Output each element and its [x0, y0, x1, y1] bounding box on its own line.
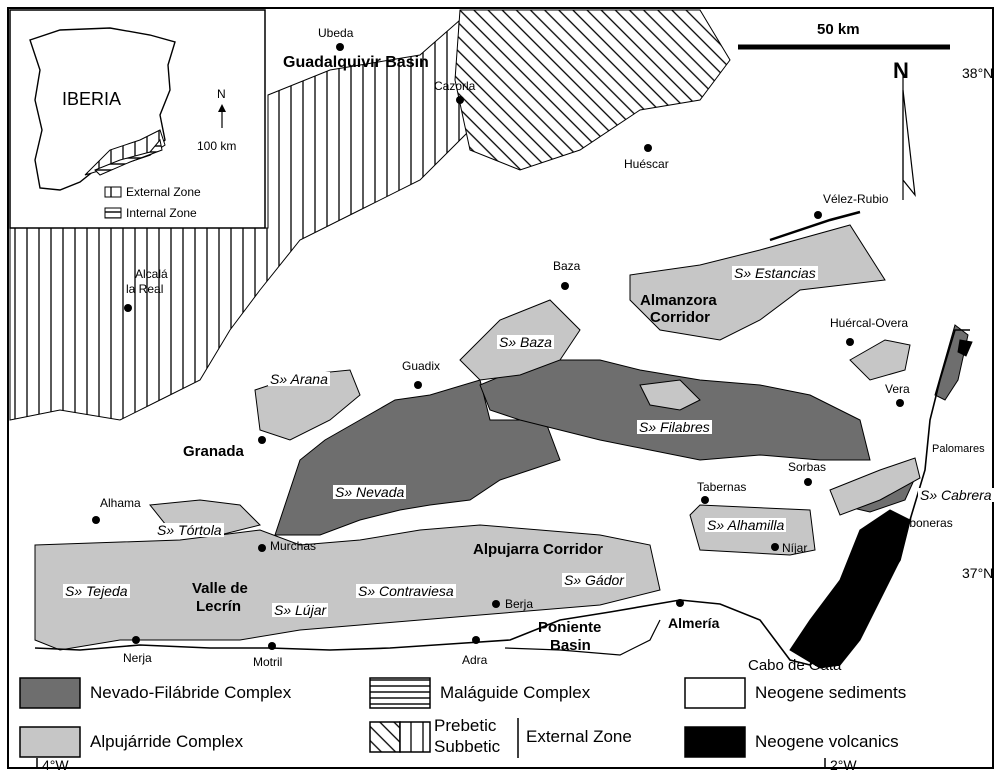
legend-swatch-malaguide: [369, 677, 431, 709]
region-poniente-2: Basin: [550, 637, 591, 654]
legend-subbetic: Subbetic: [434, 737, 501, 756]
lon-4w-label: 4°W: [42, 757, 69, 773]
sierra-nevada: S» Nevada: [333, 484, 407, 500]
inset-legend-internal-swatch: [104, 207, 122, 219]
legend-external-zone: External Zone: [526, 727, 632, 746]
region-guadalquivir-basin: Guadalquivir Basin: [283, 54, 429, 71]
town-palomares: Palomares: [932, 443, 985, 455]
volcanics-cabo-de-gata: [789, 509, 911, 669]
inset-north-label: N: [217, 87, 226, 101]
legend-swatch-nevado: [19, 677, 81, 709]
sierra-lujar: S» Lújar: [272, 602, 329, 618]
scale-bar-label: 50 km: [817, 21, 860, 38]
sierra-tejeda: S» Tejeda: [63, 583, 130, 599]
town-huercal-overa: Huércal-Overa: [830, 316, 909, 330]
region-alpujarra-corridor: Alpujarra Corridor: [473, 541, 604, 558]
town-guadix: Guadix: [402, 359, 441, 373]
region-poniente-1: Poniente: [538, 619, 602, 636]
fault-line-velez: [769, 210, 861, 242]
legend-swatch-neogene-sediments: [684, 677, 746, 709]
town-sorbas: Sorbas: [788, 460, 827, 474]
town-cazorla: Cazorla: [434, 79, 476, 93]
town-tabernas: Tabernas: [697, 480, 747, 494]
town-almeria: Almería: [668, 615, 720, 631]
sierra-estancias: S» Estancias: [732, 265, 818, 281]
north-arrow-label: N: [893, 58, 909, 83]
sierra-alhamilla: S» Alhamilla: [705, 517, 787, 533]
legend-neogene-sediments: Neogene sediments: [755, 683, 907, 702]
coastline: [34, 329, 970, 666]
town-nijar: Níjar: [782, 541, 808, 555]
town-vera: Vera: [885, 382, 910, 396]
town-alcala-2: la Real: [126, 282, 164, 296]
town-adra: Adra: [462, 653, 488, 667]
prebetic-zone: [454, 9, 731, 171]
town-nerja: Nerja: [123, 651, 152, 665]
sierra-baza: S» Baza: [497, 334, 554, 350]
legend-swatch-subbetic: [399, 721, 431, 753]
sierra-contraviesa: S» Contraviesa: [356, 583, 456, 599]
town-ubeda: Ubeda: [318, 26, 354, 40]
region-almanzora-2: Corridor: [650, 309, 710, 326]
inset-legend-external: External Zone: [126, 185, 201, 199]
lat-37-label: 37°N: [962, 565, 994, 581]
alpujarride-south-belt: [34, 524, 661, 651]
town-baza: Baza: [553, 259, 581, 273]
sierra-gador: S» Gádor: [562, 572, 626, 588]
alpujarride-filabres-edge: [639, 379, 701, 411]
town-alhama: Alhama: [100, 496, 141, 510]
poniente-basin-outline: [504, 619, 661, 656]
town-huescar: Huéscar: [624, 157, 669, 171]
inset-north-arrow-icon: [218, 104, 226, 128]
alpujarride-huercal: [849, 339, 911, 381]
town-velez-rubio: Vélez-Rubio: [823, 192, 889, 206]
legend-prebetic: Prebetic: [434, 716, 497, 735]
nevado-sierra-filabres: [479, 359, 871, 461]
region-valle-1: Valle de: [192, 580, 248, 597]
inset-legend-internal: Internal Zone: [126, 206, 197, 220]
inset-scale-label: 100 km: [197, 139, 237, 153]
north-arrow-icon: [902, 75, 916, 200]
town-murchas: Murchas: [270, 539, 317, 553]
legend-malaguide: Maláguide Complex: [440, 683, 591, 702]
town-granada: Granada: [183, 443, 244, 460]
sierra-arana: S» Arana: [268, 371, 330, 387]
alpujarride-estancias: [629, 224, 886, 341]
inset-legend-external-swatch: [104, 186, 122, 198]
sierra-cabrera: S» Cabrera: [918, 487, 994, 503]
external-zone-west: [9, 18, 471, 421]
legend-nevado: Nevado-Filábride Complex: [90, 683, 292, 702]
town-alcala-1: Alcalá: [135, 267, 168, 281]
lat-38-label: 38°N: [962, 65, 994, 81]
legend-alpujarride: Alpujárride Complex: [90, 732, 244, 751]
legend-swatch-alpujarride: [19, 726, 81, 758]
volcanics-northeast: [957, 339, 973, 357]
region-cabo-de-gata: Cabo de Gata: [748, 657, 842, 674]
sierra-filabres: S» Filabres: [637, 419, 712, 435]
legend-swatch-prebetic: [369, 721, 401, 753]
lon-2w-label: 2°W: [830, 757, 857, 773]
town-carboneras: Carboneras: [890, 516, 953, 530]
region-almanzora-1: Almanzora: [640, 292, 717, 309]
region-valle-2: Lecrín: [196, 598, 242, 615]
legend-neogene-volcanics: Neogene volcanics: [755, 732, 899, 751]
town-berja: Berja: [505, 597, 534, 611]
legend-swatch-neogene-volcanics: [684, 726, 746, 758]
alpujarride-cabrera: [829, 457, 921, 516]
inset-title: IBERIA: [62, 89, 122, 109]
inset-internal-zone: [94, 138, 163, 176]
town-dots: [92, 43, 904, 650]
sierra-tortola: S» Tórtola: [155, 522, 224, 538]
town-motril: Motril: [253, 655, 283, 669]
